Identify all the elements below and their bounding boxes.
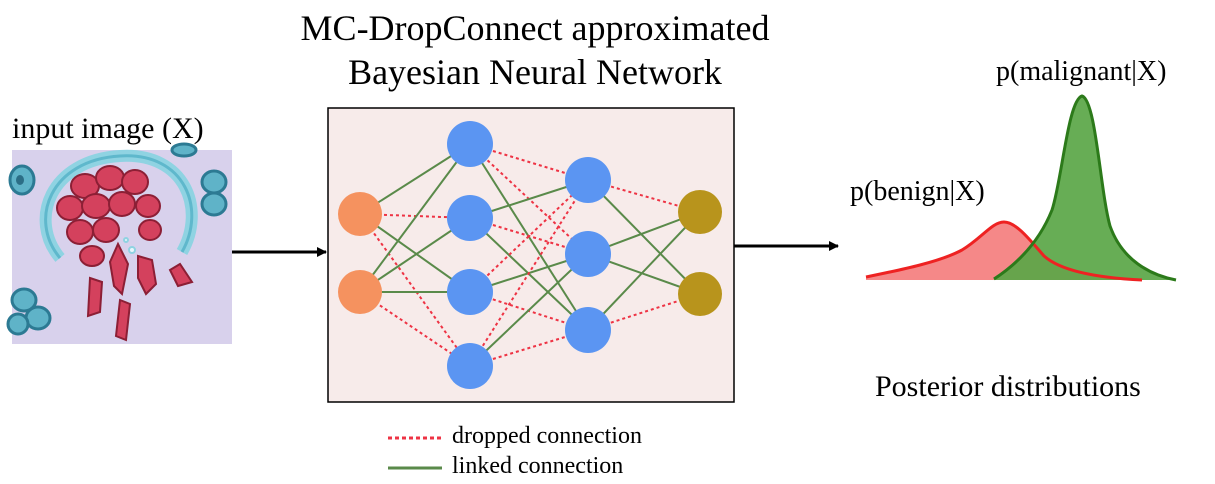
hidden2-node (565, 157, 611, 203)
linked-connection (359, 143, 471, 293)
malignant-label: p(malignant|X) (996, 56, 1167, 87)
background-cells (6, 142, 228, 336)
posterior-plot (865, 94, 1177, 282)
dropped-connection (469, 179, 589, 367)
title-line-1: MC-DropConnect approximated (300, 8, 770, 48)
input-image (6, 142, 232, 344)
benign-fill (866, 222, 1142, 280)
linked-connection (587, 211, 701, 331)
malignant-fill (994, 96, 1176, 280)
benign-label: p(benign|X) (850, 176, 985, 207)
tumor-cells (56, 165, 194, 342)
network-box (327, 107, 735, 403)
input-image-label: input image (X) (12, 112, 204, 145)
linked-connection (469, 253, 589, 367)
hidden1-node (447, 195, 493, 241)
input-node (338, 270, 382, 314)
hidden1-node (447, 121, 493, 167)
diagram-title: MC-DropConnect approximated Bayesian Neu… (210, 6, 860, 94)
network-nodes (338, 121, 722, 389)
title-line-2: Bayesian Neural Network (348, 52, 722, 92)
benign-curve (865, 220, 1143, 282)
output-node (678, 190, 722, 234)
hidden2-node (565, 307, 611, 353)
dropped-connection (359, 213, 471, 367)
legend-linked-label: linked connection (452, 453, 624, 479)
output-node (678, 272, 722, 316)
input-node (338, 192, 382, 236)
hidden1-node (447, 343, 493, 389)
legend-dropped-label: dropped connection (452, 423, 642, 449)
hidden2-node (565, 231, 611, 277)
posterior-caption: Posterior distributions (875, 370, 1141, 403)
malignant-curve (993, 94, 1177, 282)
hidden1-node (447, 269, 493, 315)
linked-connection (587, 179, 701, 295)
